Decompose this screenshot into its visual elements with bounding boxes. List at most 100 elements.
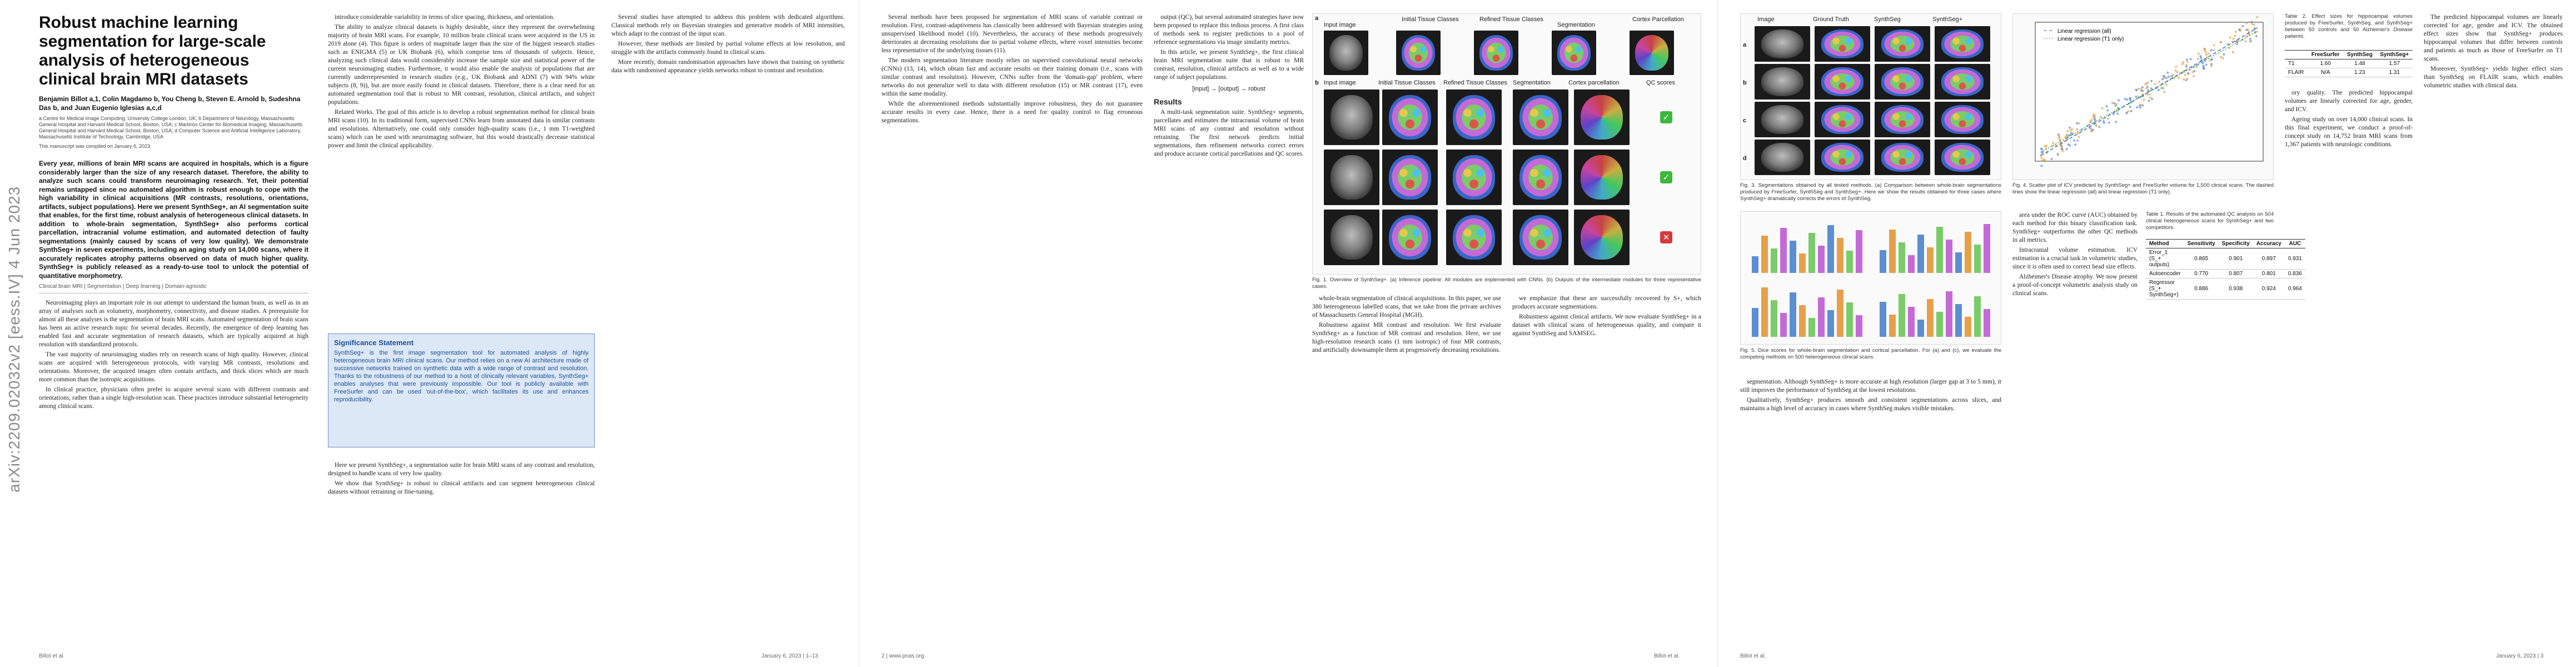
bar	[1955, 252, 1962, 273]
bar	[1974, 296, 1981, 337]
scatter-point	[2113, 102, 2116, 105]
bar	[1899, 242, 1905, 273]
scatter-point	[2050, 158, 2053, 161]
scatter-point	[2248, 30, 2250, 33]
bar	[1771, 248, 1777, 273]
scatter-point	[2077, 122, 2080, 125]
bar	[1827, 225, 1834, 273]
table-header: SynthSeg	[2343, 50, 2376, 59]
mri-thumbnail	[1935, 102, 1990, 137]
scatter-point	[2210, 64, 2213, 67]
mri-thumbnail	[1815, 102, 1870, 137]
scatter-point	[2094, 115, 2096, 117]
scatter-point	[2195, 66, 2198, 68]
bar	[1790, 241, 1796, 273]
scatter-point	[2255, 35, 2258, 38]
scatter-point	[2044, 145, 2046, 148]
bar	[1799, 305, 1806, 337]
paragraph: While the aforementioned methods substan…	[881, 101, 1143, 124]
scatter-point	[2115, 110, 2118, 113]
table-cell: 1.60	[2308, 59, 2344, 68]
paragraph: whole-brain segmentation of clinical acq…	[1312, 295, 1501, 318]
bar	[1856, 230, 1862, 273]
table-cell: Regressor (S_+ SynthSeg+)	[2146, 278, 2184, 300]
table-cell: 0.770	[2184, 269, 2219, 278]
abstract: Every year, millions of brain MRI scans …	[39, 160, 308, 280]
scatter-point	[2182, 61, 2185, 63]
bar	[1908, 307, 1915, 337]
table-cell: 0.938	[2218, 278, 2253, 300]
table-cell: T1	[2285, 59, 2308, 68]
bar	[1889, 230, 1896, 273]
table-header: SynthSeg+	[2376, 50, 2413, 59]
scatter-point	[2074, 143, 2077, 146]
bar	[1946, 240, 1952, 273]
row-label: d	[1743, 155, 1747, 162]
scatter-point	[2174, 69, 2177, 72]
column-label: QC scores	[1646, 79, 1675, 86]
column-label: SynthSeg+	[1932, 16, 1963, 23]
scatter-point	[2139, 103, 2142, 106]
scatter-point	[2076, 139, 2079, 142]
page3-column-3: ory quality. The predicted hippocampal v…	[2285, 89, 2413, 151]
paragraph: introduce considerable variability in te…	[335, 14, 555, 21]
mri-input	[1324, 31, 1368, 75]
scatter-point	[2205, 63, 2208, 66]
scatter-point	[2223, 53, 2225, 56]
checkmark-icon: ✓	[1660, 111, 1672, 123]
column-label: Cortex parcellation	[1568, 79, 1620, 86]
scatter-point	[2141, 89, 2144, 92]
scatter-point	[2193, 74, 2195, 77]
scatter-point	[2106, 117, 2109, 120]
scatter-point	[2125, 112, 2128, 115]
scatter-point	[2060, 145, 2063, 148]
page3-column-1: segmentation. Although SynthSeg+ is more…	[1740, 379, 2001, 412]
intro-text: Neuroimaging plays an important role in …	[39, 300, 308, 410]
scatter-point	[2168, 76, 2170, 78]
scatter-point	[2069, 126, 2071, 129]
row-label: a	[1743, 42, 1747, 48]
mri-thumbnail	[1382, 210, 1438, 265]
table-cell: 0.807	[2218, 269, 2253, 278]
scatter-point	[2073, 139, 2076, 142]
scatter-point	[2201, 62, 2204, 64]
footer-left: Billot et al.	[39, 653, 65, 659]
bar	[1780, 228, 1787, 273]
page2-column-1: Several methods have been proposed for s…	[881, 13, 1143, 127]
scatter-point	[2236, 43, 2239, 46]
bar	[1790, 292, 1796, 337]
bar	[1880, 302, 1886, 337]
scatter-point	[2089, 127, 2091, 130]
footer-left: Billot et al.	[1740, 653, 1766, 659]
mri-thumbnail	[1446, 210, 1502, 265]
figure-4-caption: Fig. 4. Scatter plot of ICV predicted by…	[2012, 182, 2274, 195]
scatter-point	[2207, 52, 2210, 55]
title-block: Robust machine learning segmentation for…	[39, 13, 308, 412]
scatter-point	[2089, 121, 2092, 123]
bar	[1837, 238, 1843, 273]
scatter-point	[2163, 91, 2166, 93]
scatter-point	[2129, 106, 2131, 108]
author-list: Benjamin Billot a,1, Colin Magdamo b, Yo…	[39, 95, 301, 112]
bar	[1936, 227, 1943, 273]
column-label: Ground Truth	[1813, 16, 1849, 23]
page3-column-2: area under the ROC curve (AUC) obtained …	[2012, 211, 2137, 300]
column-label: Initial Tissue Classes	[1402, 16, 1459, 23]
paragraph: Several methods have been proposed for s…	[881, 14, 1143, 54]
scatter-point	[2235, 31, 2238, 33]
scatter-point	[2099, 116, 2102, 118]
scatter-point	[2102, 120, 2105, 123]
table-header: AUC	[2284, 239, 2305, 248]
table-header: Method	[2146, 239, 2184, 248]
scatter-point	[2162, 75, 2165, 78]
mri-thumbnail	[1446, 150, 1502, 205]
mri-thumbnail	[1513, 150, 1568, 205]
scatter-point	[2150, 79, 2153, 82]
table-cell: 0.801	[2253, 269, 2285, 278]
